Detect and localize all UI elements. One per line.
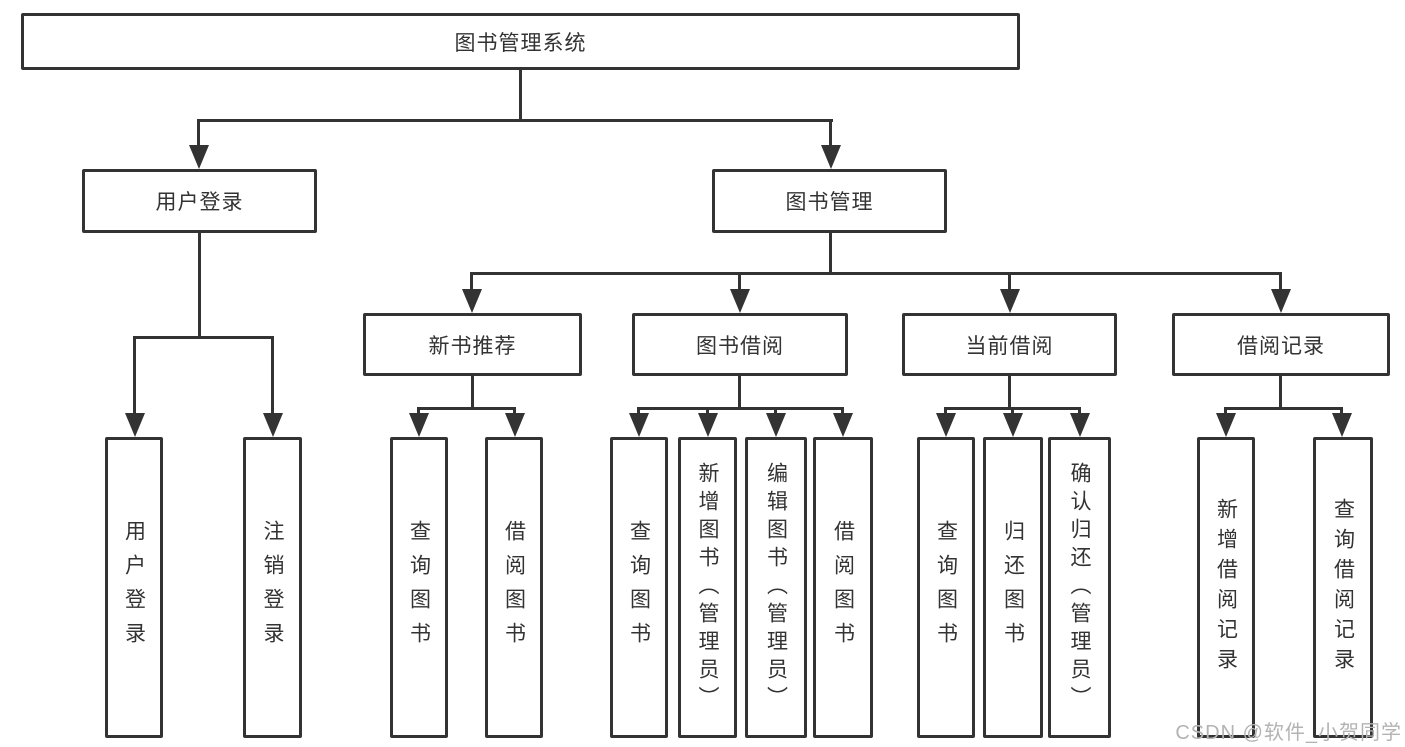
leaf-add-borrow-record: 新增借阅记录	[1197, 437, 1255, 738]
leaf-query-borrow-record-label: 查询借阅记录	[1331, 497, 1355, 678]
leaf-confirm-return-admin-label: 确认归还（管理员）	[1068, 461, 1091, 714]
arrow-book-borrow-leaf1	[629, 413, 649, 437]
arrow-new-books-leaf1	[409, 413, 429, 437]
connector-current-borrow-vline	[1008, 376, 1011, 410]
arrow-to-current-borrow	[1000, 289, 1020, 313]
connector-root-to-book-mgmt-shaft	[829, 119, 832, 151]
leaf-query-borrow-record: 查询借阅记录	[1313, 437, 1373, 738]
leaf-user-login-label: 用户登录	[122, 519, 146, 656]
leaf-borrow-query-label: 查询图书	[627, 519, 651, 656]
arrow-current-borrow-leaf3	[1070, 413, 1090, 437]
node-borrow-records-label: 借阅记录	[1237, 334, 1325, 358]
arrow-to-borrow-records	[1271, 289, 1291, 313]
arrow-to-logout-leaf	[263, 413, 283, 437]
leaf-add-book-admin-label: 新增图书（管理员）	[696, 461, 719, 714]
connector-to-borrow-records-shaft	[1279, 272, 1282, 296]
node-new-books-label: 新书推荐	[428, 334, 517, 358]
leaf-add-borrow-record-label: 新增借阅记录	[1214, 497, 1238, 678]
leaf-logout-label: 注销登录	[261, 519, 284, 656]
connector-user-login-leaf1-shaft	[133, 336, 136, 419]
leaf-current-query: 查询图书	[917, 437, 975, 738]
connector-borrow-records-hline	[1224, 407, 1343, 410]
arrow-borrow-records-leaf1	[1216, 413, 1236, 437]
connector-book-borrow-hline	[637, 407, 844, 410]
arrow-borrow-records-leaf2	[1332, 413, 1352, 437]
node-library-system: 图书管理系统	[21, 13, 1020, 70]
connector-book-mgmt-vline	[829, 233, 832, 275]
arrow-to-book-borrow	[730, 289, 750, 313]
leaf-newbooks-query: 查询图书	[390, 437, 448, 738]
leaf-user-login: 用户登录	[105, 437, 163, 738]
node-current-borrow: 当前借阅	[902, 313, 1117, 376]
connector-to-new-books-shaft	[470, 272, 473, 296]
leaf-confirm-return-admin: 确认归还（管理员）	[1048, 437, 1111, 738]
node-book-mgmt-label: 图书管理	[785, 191, 874, 214]
connector-to-current-borrow-shaft	[1008, 272, 1011, 296]
arrow-book-borrow-leaf2	[698, 413, 718, 437]
connector-new-books-vline	[471, 376, 474, 410]
node-user-login-label: 用户登录	[155, 191, 244, 214]
connector-borrow-records-vline	[1279, 376, 1282, 410]
connector-user-login-hline	[133, 336, 274, 339]
leaf-newbooks-query-label: 查询图书	[407, 519, 431, 656]
arrow-to-new-books	[462, 289, 482, 313]
arrow-current-borrow-leaf2	[1003, 413, 1023, 437]
arrow-to-book-mgmt	[821, 145, 841, 169]
connector-user-login-vline	[198, 233, 201, 339]
arrow-to-user-login	[189, 145, 209, 169]
leaf-current-query-label: 查询图书	[934, 519, 958, 656]
connector-new-books-hline	[417, 407, 516, 410]
connector-root-to-user-login-shaft	[197, 119, 200, 151]
leaf-add-book-admin: 新增图书（管理员）	[678, 437, 737, 738]
leaf-borrow-book-label: 借阅图书	[831, 519, 855, 656]
arrow-book-borrow-leaf4	[833, 413, 853, 437]
leaf-logout: 注销登录	[243, 437, 302, 738]
csdn-watermark: CSDN @软件_小贺同学	[1175, 722, 1402, 744]
leaf-edit-book-admin-label: 编辑图书（管理员）	[764, 461, 788, 714]
arrow-new-books-leaf2	[505, 413, 525, 437]
leaf-edit-book-admin: 编辑图书（管理员）	[745, 437, 807, 738]
connector-root-vline	[519, 70, 522, 121]
leaf-newbooks-borrow: 借阅图书	[485, 437, 543, 738]
connector-user-login-leaf2-shaft	[271, 336, 274, 419]
node-library-system-label: 图书管理系统	[454, 31, 587, 55]
arrow-to-login-leaf	[125, 413, 145, 437]
node-borrow-records: 借阅记录	[1172, 313, 1390, 376]
connector-root-hline	[197, 119, 833, 122]
leaf-borrow-book: 借阅图书	[813, 437, 873, 738]
connector-to-book-borrow-shaft	[738, 272, 741, 296]
node-current-borrow-label: 当前借阅	[965, 334, 1054, 358]
leaf-borrow-query: 查询图书	[610, 437, 668, 738]
leaf-newbooks-borrow-label: 借阅图书	[502, 519, 526, 656]
node-book-borrow-label: 图书借阅	[696, 334, 784, 358]
node-new-books: 新书推荐	[363, 313, 582, 376]
connector-book-mgmt-hline	[470, 272, 1282, 275]
leaf-return-book: 归还图书	[983, 437, 1043, 738]
arrow-book-borrow-leaf3	[766, 413, 786, 437]
node-book-mgmt: 图书管理	[712, 169, 947, 233]
connector-book-borrow-vline	[738, 376, 741, 410]
node-user-login: 用户登录	[82, 169, 317, 233]
leaf-return-book-label: 归还图书	[1001, 519, 1025, 656]
arrow-current-borrow-leaf1	[936, 413, 956, 437]
node-book-borrow: 图书借阅	[632, 313, 848, 376]
